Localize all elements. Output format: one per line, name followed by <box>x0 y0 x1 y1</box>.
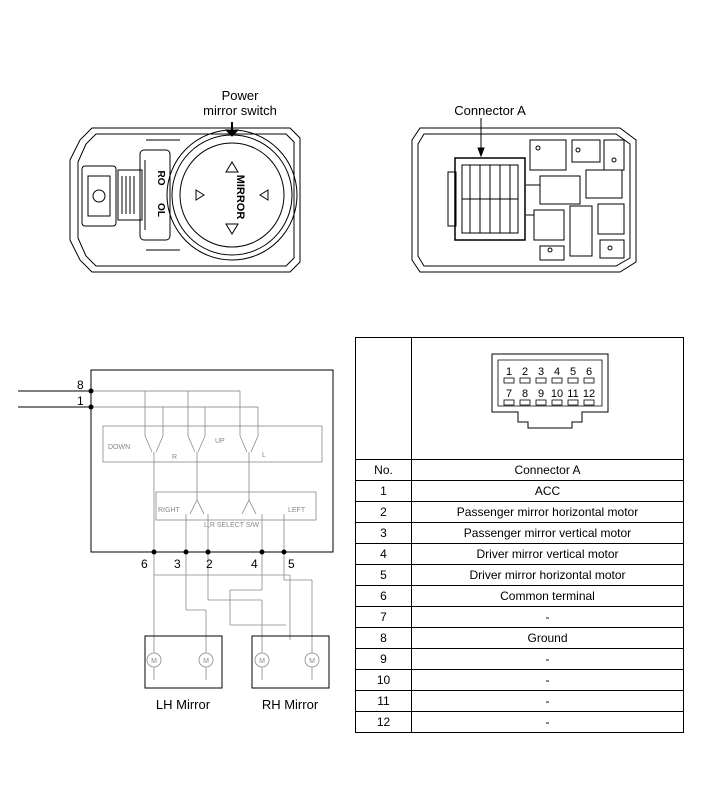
pin-function: Driver mirror vertical motor <box>411 543 684 565</box>
pin-function: - <box>411 606 684 628</box>
pin-num-1: 1 <box>506 366 512 378</box>
table-row: 9- <box>355 648 684 670</box>
pin-no: 10 <box>355 669 412 691</box>
label-up: UP <box>215 438 225 445</box>
pin-num-5: 5 <box>570 366 576 378</box>
pin-function: Common terminal <box>411 585 684 607</box>
pin-function: Passenger mirror horizontal motor <box>411 501 684 523</box>
pin-label-8: 8 <box>77 378 84 392</box>
table-row: 10- <box>355 669 684 691</box>
knob-left-label: OL <box>155 203 166 217</box>
rh-mirror-label: RH Mirror <box>262 697 319 712</box>
label-left: LEFT <box>288 507 306 514</box>
pin-num-11: 11 <box>567 388 578 400</box>
pin-function: - <box>411 711 684 733</box>
motor-label: M <box>309 658 315 665</box>
label-r: R <box>172 454 177 461</box>
pin-num-6: 6 <box>586 366 592 378</box>
pin-no: 3 <box>355 522 412 544</box>
label-right: RIGHT <box>158 507 181 514</box>
pin-label-1: 1 <box>77 394 84 408</box>
label-select: L,R SELECT S/W <box>204 522 260 529</box>
motor-label: M <box>259 658 265 665</box>
pin-function: Ground <box>411 627 684 649</box>
pin-no: 9 <box>355 648 412 670</box>
knob-right-label: RO <box>155 171 166 186</box>
switch-label: Power mirror switch <box>180 88 300 118</box>
switch-label-line2: mirror switch <box>203 103 277 118</box>
knob-text: MIRROR <box>234 175 246 220</box>
pin-no: 11 <box>355 690 412 712</box>
motor-label: M <box>151 658 157 665</box>
connector-pin-table: 1 2 3 4 5 6 7 8 9 10 11 12 No. Connector… <box>355 337 684 733</box>
pin-num-4: 4 <box>554 366 560 378</box>
label-down: DOWN <box>108 444 130 451</box>
pin-function: Passenger mirror vertical motor <box>411 522 684 544</box>
pin-num-12: 12 <box>583 388 595 400</box>
pin-num-9: 9 <box>538 388 544 400</box>
table-header: No. Connector A <box>355 459 684 481</box>
switch-label-line1: Power <box>221 88 259 103</box>
table-row: 7- <box>355 606 684 628</box>
lr-select-switch-box <box>155 491 317 521</box>
pin-label-4: 4 <box>251 557 258 571</box>
lh-mirror-box <box>144 635 223 689</box>
pin-no: 12 <box>355 711 412 733</box>
table-row: 11- <box>355 690 684 712</box>
pin-label-6: 6 <box>141 557 148 571</box>
pin-num-7: 7 <box>506 388 512 400</box>
pin-no: 4 <box>355 543 412 565</box>
motor-label: M <box>203 658 209 665</box>
connector-face-icon: 1 2 3 4 5 6 7 8 9 10 11 12 <box>491 353 609 429</box>
pin-num-10: 10 <box>551 388 563 400</box>
pin-no: 6 <box>355 585 412 607</box>
pin-no: 1 <box>355 480 412 502</box>
pin-no: 8 <box>355 627 412 649</box>
pin-no: 5 <box>355 564 412 586</box>
pin-function: - <box>411 648 684 670</box>
pin-num-2: 2 <box>522 366 528 378</box>
pin-no: 7 <box>355 606 412 628</box>
pin-num-8: 8 <box>522 388 528 400</box>
table-row: 12- <box>355 711 684 733</box>
header-no: No. <box>355 459 412 481</box>
pin-no: 2 <box>355 501 412 523</box>
label-l: L <box>262 452 266 459</box>
pin-function: - <box>411 690 684 712</box>
pin-label-3: 3 <box>174 557 181 571</box>
pin-label-5: 5 <box>288 557 295 571</box>
pin-function: - <box>411 669 684 691</box>
pin-function: Driver mirror horizontal motor <box>411 564 684 586</box>
pin-function: ACC <box>411 480 684 502</box>
connector-face-row: 1 2 3 4 5 6 7 8 9 10 11 12 <box>355 337 684 460</box>
rh-mirror-box <box>251 635 330 689</box>
connector-label: Connector A <box>454 103 526 118</box>
switch-body <box>90 369 334 553</box>
lh-mirror-label: LH Mirror <box>156 697 211 712</box>
header-connector: Connector A <box>411 459 684 481</box>
pin-label-2: 2 <box>206 557 213 571</box>
updown-switch-box <box>102 425 323 463</box>
pin-num-3: 3 <box>538 366 544 378</box>
